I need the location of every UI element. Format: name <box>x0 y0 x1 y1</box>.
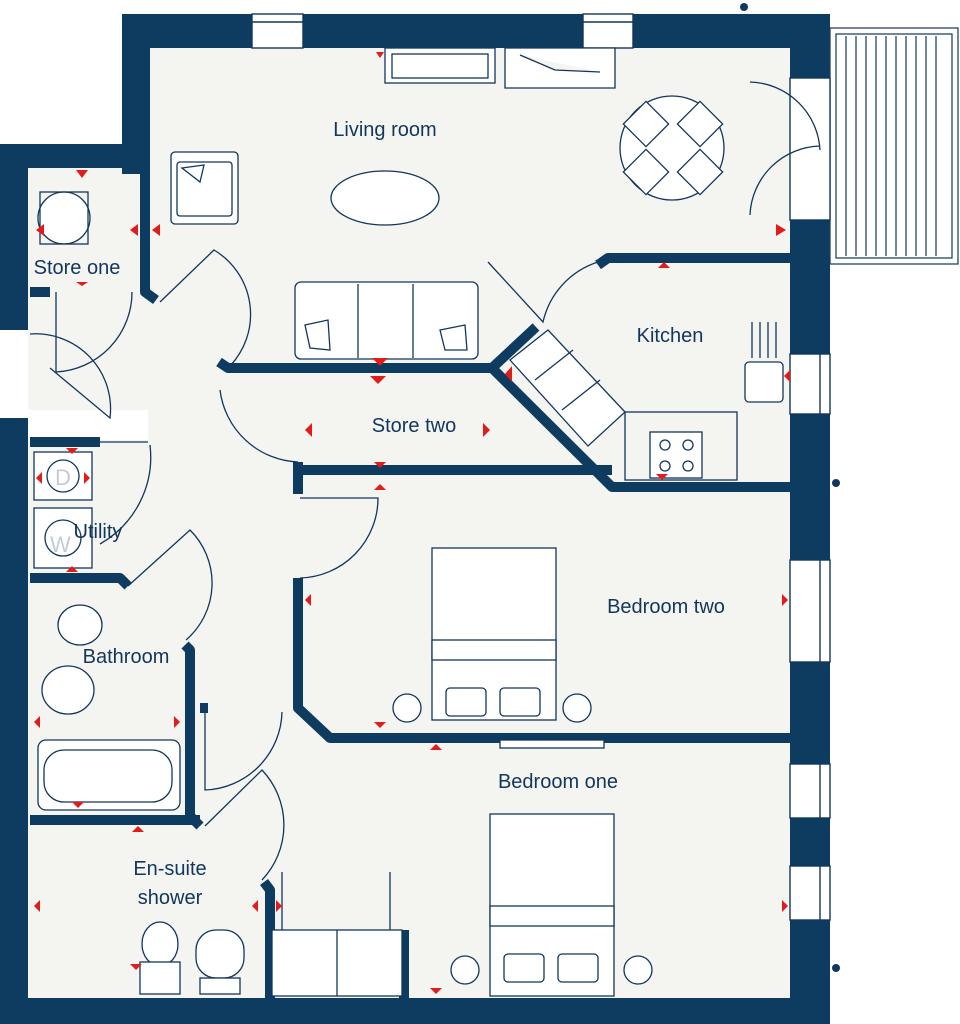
label-living-room: Living room <box>333 119 436 141</box>
room-labels: Living room Kitchen Store one Store two … <box>34 119 725 909</box>
label-store-one: Store one <box>34 257 121 279</box>
exterior-dots <box>740 3 840 972</box>
label-en-suite-shower: shower <box>138 887 203 909</box>
basin-bathroom <box>41 665 95 715</box>
toilet-en-suite <box>141 921 179 967</box>
basin-en-suite <box>195 929 245 979</box>
kitchen-sink <box>744 361 784 403</box>
floor-area <box>28 38 790 1016</box>
dryer-letter: D <box>55 465 71 490</box>
kitchen-worktop <box>624 411 738 481</box>
hob <box>649 431 703 479</box>
toilet-bathroom <box>57 604 103 646</box>
coffee-table <box>330 170 440 226</box>
balcony <box>829 27 959 265</box>
socket-markers <box>34 52 790 994</box>
label-bedroom-two: Bedroom two <box>607 596 725 618</box>
exterior-walls <box>0 14 830 1024</box>
store-one-table <box>37 191 91 245</box>
label-utility: Utility <box>74 521 123 543</box>
label-bathroom: Bathroom <box>83 646 170 668</box>
label-en-suite: En-suite <box>133 858 206 880</box>
label-store-two: Store two <box>372 415 456 437</box>
furniture <box>33 47 784 997</box>
washer-letter: W <box>50 532 71 557</box>
shelf <box>504 47 616 89</box>
windows <box>251 13 831 921</box>
label-kitchen: Kitchen <box>637 325 704 347</box>
label-bedroom-one: Bedroom one <box>498 771 618 793</box>
interior-walls <box>30 160 790 1005</box>
